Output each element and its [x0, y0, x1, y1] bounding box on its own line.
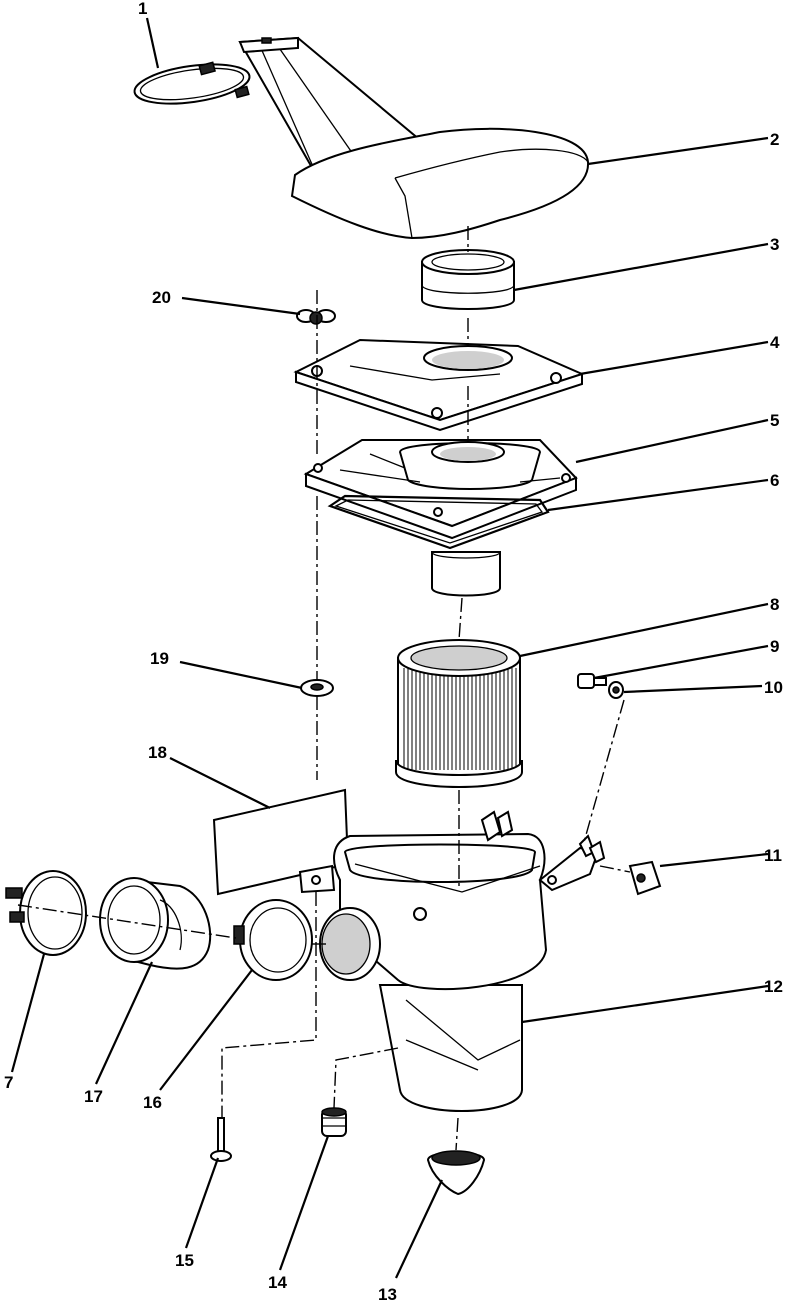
- drain-valve-part: [426, 1150, 486, 1196]
- callout-15: 15: [175, 1251, 194, 1270]
- callout-16: 16: [143, 1093, 162, 1112]
- clip-nut-part: [628, 860, 662, 896]
- callout-14: 14: [268, 1273, 287, 1292]
- callout-3: 3: [770, 235, 779, 254]
- callout-4: 4: [770, 333, 780, 352]
- callout-7: 7: [4, 1073, 13, 1092]
- callout-labels: 1 2 3 4 5 6 8 9 10 11 12 13 14 15 16 17 …: [4, 0, 783, 1304]
- gasket-part: [327, 494, 550, 597]
- clamp-ring-part: [133, 61, 251, 105]
- screw-part: [577, 673, 624, 699]
- outer-clamp-part: [5, 870, 87, 956]
- callout-11: 11: [764, 846, 782, 865]
- air-filter-part: [395, 639, 523, 788]
- assembly-axis-lines: [17, 226, 631, 1151]
- callout-18: 18: [148, 743, 167, 762]
- airbox-housing-part: [298, 810, 606, 1112]
- intake-adapter-part: [99, 877, 212, 970]
- callout-9: 9: [770, 637, 779, 656]
- leader-lines: [10, 17, 769, 1279]
- callout-12: 12: [764, 977, 783, 996]
- callout-20: 20: [152, 288, 171, 307]
- callout-13: 13: [378, 1285, 397, 1304]
- airbox-cover-part: [238, 36, 590, 240]
- rubber-coupler-part: [421, 249, 515, 310]
- callout-10: 10: [764, 678, 783, 697]
- callout-17: 17: [84, 1087, 103, 1106]
- callout-1: 1: [138, 0, 147, 18]
- callout-2: 2: [770, 130, 779, 149]
- callout-5: 5: [770, 411, 779, 430]
- bolt-part: [210, 1117, 232, 1162]
- grommet-part: [300, 679, 334, 697]
- top-plate-part: [293, 338, 585, 432]
- wing-nut-part: [296, 309, 336, 325]
- callout-6: 6: [770, 471, 779, 490]
- callout-8: 8: [770, 595, 779, 614]
- filter-lid-part: [303, 439, 578, 540]
- callout-19: 19: [150, 649, 169, 668]
- hose-clamp-part: [233, 899, 313, 981]
- plug-part: [321, 1107, 347, 1137]
